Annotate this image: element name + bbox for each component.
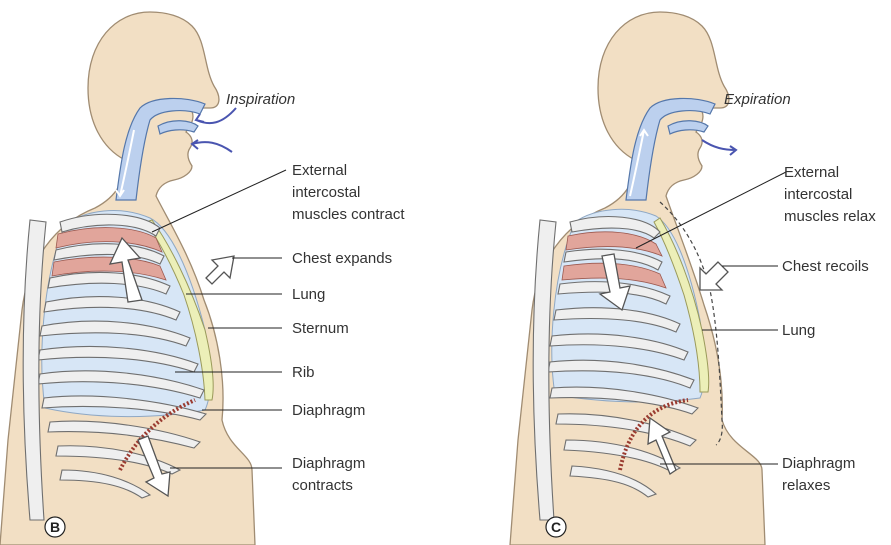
label-rib: Rib	[292, 364, 315, 381]
label-external-intercostal-contract: External intercostal muscles contract	[292, 162, 405, 223]
label-sternum: Sternum	[292, 320, 349, 337]
panel-letter-c: C	[546, 517, 566, 537]
inspiration-title: Inspiration	[226, 91, 295, 108]
expiration-title: Expiration	[724, 91, 791, 108]
chest-expand-arrow	[206, 256, 234, 284]
svg-text:C: C	[551, 519, 561, 535]
label-lung: Lung	[782, 322, 815, 339]
panel-letter-b: B	[45, 517, 65, 537]
label-diaphragm: Diaphragm	[292, 402, 365, 419]
label-external-intercostal-relax: External intercostal muscles relax	[784, 164, 876, 225]
label-chest-expands: Chest expands	[292, 250, 392, 267]
svg-text:B: B	[50, 519, 60, 535]
exhale-arrow-icon	[702, 140, 736, 155]
label-diaphragm-contracts: Diaphragm contracts	[292, 455, 370, 494]
label-lung: Lung	[292, 286, 325, 303]
label-chest-recoils: Chest recoils	[782, 258, 869, 275]
inhale-arrow-icon	[192, 140, 232, 152]
label-diaphragm-relaxes: Diaphragm relaxes	[782, 455, 860, 494]
